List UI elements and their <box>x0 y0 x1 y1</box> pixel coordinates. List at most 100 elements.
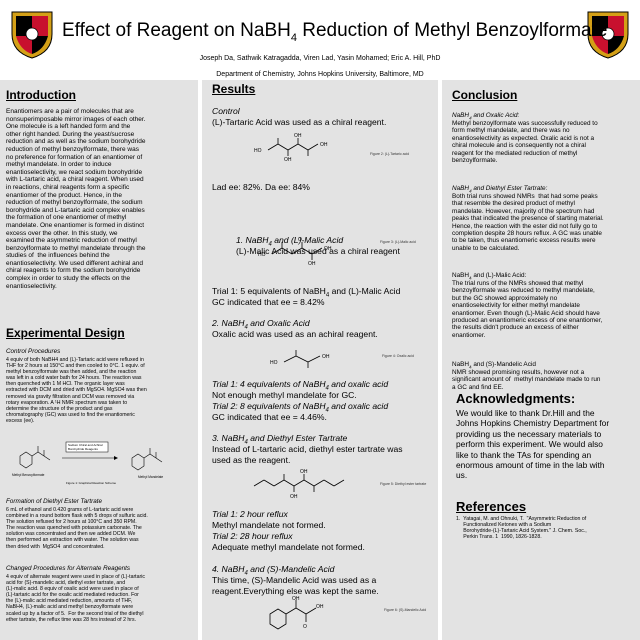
introduction-line: no preference for formation of an enanti… <box>6 153 143 161</box>
section4-text2: reagent.Everything else was kept the sam… <box>212 586 379 596</box>
section1-trial: Trial 1: 5 equivalents of NaBH4 and (L)-… <box>212 286 401 299</box>
reference-line: 1. Yatagai, M. and Ohnuki, T. "Asymmetri… <box>456 516 587 522</box>
diester-line: solution was concentrated and then we ad… <box>6 531 136 538</box>
reagent-box-line2: Borohydride Reagents <box>68 447 98 451</box>
section3-trial1-result: Methyl mandelate not formed. <box>212 520 326 530</box>
section1-text: (L)-Malic Acid was used as a chiral reag… <box>236 246 400 256</box>
section2-trial1: Trial 1: 4 equivalents of NaBH4 and oxal… <box>212 379 389 392</box>
reference-line: Perkin Trans. 1 1990, 1826-1828. <box>456 534 542 541</box>
control-title: Control <box>212 106 240 116</box>
conclusion-line: unable to be calculated. <box>452 244 520 252</box>
control-procedure-line: methyl benzoylformate was then added, an… <box>6 369 137 376</box>
conclusion-line: Hence, the reaction with the ester did n… <box>452 222 598 230</box>
conclusion-p4-body: NMR showed promising results, however no… <box>452 369 638 391</box>
control-procedure-line: THF for 2 hours at 150°C and then cooled… <box>6 363 145 370</box>
right-column: Conclusion NaBH4 and Oxalic Acid: Methyl… <box>442 80 640 640</box>
svg-text:O: O <box>298 237 302 243</box>
middle-column: Results Control (L)-Tartaric Acid was us… <box>202 80 438 640</box>
section3-trial1: Trial 1: 2 hour reflux <box>212 509 288 519</box>
section3-text2: used as the reagent. <box>212 455 291 465</box>
section3-trial2: Trial 2: 28 hour reflux <box>212 531 293 541</box>
introduction-line: chiral reagents to form the sodium boroh… <box>6 267 141 275</box>
conclusion-heading: Conclusion <box>452 88 518 102</box>
diester-line: 6 mL of ethanol and 0.420 grams of L-tar… <box>6 507 134 513</box>
conclusion-line: the results didn't produce an excess of … <box>452 324 579 332</box>
figure4-caption: Figure 4: Oxalic acid <box>382 354 414 358</box>
acknowledgment-line: perform this experiment. We would also <box>456 439 603 450</box>
svg-text:OH: OH <box>324 246 332 252</box>
conclusion-line: benzoylformate. <box>452 157 498 165</box>
acknowledgment-line: us. <box>456 470 468 481</box>
introduction-line: mandelate. One enantiomer is formed in d… <box>6 221 145 229</box>
section3-trial2-result: Adequate methyl mandelate not formed. <box>212 542 365 552</box>
changed-procedure-line: ether tartrate, the reflux time was 28 h… <box>6 616 137 623</box>
figure6-caption: Figure 6: (S)-Mandelic Acid <box>384 608 427 612</box>
conclusion-line: to be taken, thus enantiomeric excess re… <box>452 237 596 245</box>
acknowledgment-line: We would like to thank Dr.Hill and the <box>456 408 595 418</box>
university-seal-left <box>11 11 53 59</box>
diester-line: The solution refluxed for 2 hours at 100… <box>6 519 137 526</box>
references-heading: References <box>456 499 527 514</box>
section2-trial1-result: Not enough methyl mandelate for GC. <box>212 390 357 400</box>
conclusion-line: benzoylformate was reduced to methyl man… <box>452 287 595 295</box>
section2-title: 2. NaBH4 and Oxalic Acid <box>212 318 310 331</box>
conclusion-line: but the GC showed approximately no <box>452 294 558 302</box>
conclusion-line: chiral molecule and is consequently not … <box>452 142 586 150</box>
svg-text:OH: OH <box>320 142 328 148</box>
introduction-line: excess over the other. In this study, we <box>6 229 118 237</box>
section1-title: 1. NaBH4 and (L)-Malic Acid <box>236 235 344 248</box>
reference-line: Borohydride-(L)-Tartaric Acid System." J… <box>456 528 587 535</box>
conclusion-line: a GC and find EE. <box>452 383 504 391</box>
figure2-caption: Figure 2: (L)-Tartaric acid <box>370 152 410 156</box>
reagent-box <box>65 441 109 453</box>
conclusion-line: reagent for the mediated reduction of me… <box>452 149 578 157</box>
introduction-line: reduction of methyl benzoylformate, ther… <box>6 145 139 153</box>
changed-procedure-line: acid for (S)-mandelic acid, diethyl este… <box>6 580 126 587</box>
acknowledgments-heading: Acknowledgments: <box>456 391 576 406</box>
introduction-line: Enantiomers are a pair of molecules that… <box>6 108 134 115</box>
poster-title: Effect of Reagent on NaBH4 Reduction of … <box>62 20 608 44</box>
acknowledgment-line: like to thank the TAs for spending an <box>456 449 592 460</box>
conclusion-line: completion despite 28 hours reflux. A GC… <box>452 230 602 238</box>
conclusion-p4-title: NaBH4 and (S)-Mandelic Acid <box>452 361 536 370</box>
conclusion-line: enantiomer. Even though (L)-Malic Acid s… <box>452 309 600 317</box>
introduction-heading: Introduction <box>6 88 76 102</box>
control-procedure-line: then quenched with 1 M HCl. The organic … <box>6 381 125 388</box>
acknowledgment-line: providing us the necessary materials to <box>456 428 602 439</box>
references-body: 1. Yatagai, M. and Ohnuki, T. "Asymmetri… <box>456 516 640 540</box>
conclusion-line: Methyl benzoylformate was successfully r… <box>452 120 598 127</box>
control-procedure-line: determine the structure of the product a… <box>6 405 113 412</box>
conclusion-line: that resemble the desired product of met… <box>452 200 575 208</box>
conclusion-p2-body: Both trial runs showed NMRs that had som… <box>452 193 638 252</box>
conclusion-p1-body: Methyl benzoylformate was successfully r… <box>452 120 638 164</box>
introduction-body: Enantiomers are a pair of molecules that… <box>6 108 196 290</box>
conclusion-line: produced an enantiomeric excess of one e… <box>452 317 603 325</box>
diester-heading: Formation of Diethyl Ester Tartrate <box>6 498 103 505</box>
introduction-line: enantiomer of the product. Hence, in the <box>6 191 122 199</box>
diester-line: combined in a round bottom flask with 5 … <box>6 513 148 520</box>
introduction-line: reduction and as well as the sodium boro… <box>6 138 146 146</box>
control-procedure-line: 4 equiv of both NaBH4 and (L)-Tartaric a… <box>6 357 144 363</box>
introduction-line: enantioselectivity, we react sodium boro… <box>6 168 143 176</box>
section2-trial2: Trial 2: 8 equivalents of NaBH4 and oxal… <box>212 401 389 414</box>
conclusion-line: form methyl mandelate, and there was no <box>452 127 570 135</box>
methyl-mandelate-structure <box>131 448 163 471</box>
svg-text:OH: OH <box>300 469 308 475</box>
introduction-line: borohydride and L-tartaric acid complex … <box>6 206 145 214</box>
section1-gc: GC indicated that ee = 8.42% <box>212 297 325 307</box>
reagent-box-line1: Sodium Chiral and Achiral <box>68 443 103 447</box>
acknowledgment-line: Johns Hopkins Chemistry Department for <box>456 418 610 429</box>
control-text: (L)-Tartaric Acid was used as a chiral r… <box>212 117 387 127</box>
introduction-line: One molecule is a left handed form and t… <box>6 123 131 131</box>
university-seal-right <box>587 11 629 59</box>
conclusion-line: enantioselectivity for either methyl man… <box>452 302 580 310</box>
diester-line: then performed an extraction with water.… <box>6 537 139 544</box>
svg-text:OH: OH <box>292 596 300 602</box>
authors: Joseph Da, Sathwik Katragadda, Viren Lad… <box>199 55 441 62</box>
control-procedure-line: was left in a cold water bath for 24 hou… <box>6 375 142 382</box>
conclusion-p3-body: The trial runs of the NMRs showed that m… <box>452 280 638 339</box>
introduction-line: benzoylformate to methyl mandelate throu… <box>6 244 146 252</box>
